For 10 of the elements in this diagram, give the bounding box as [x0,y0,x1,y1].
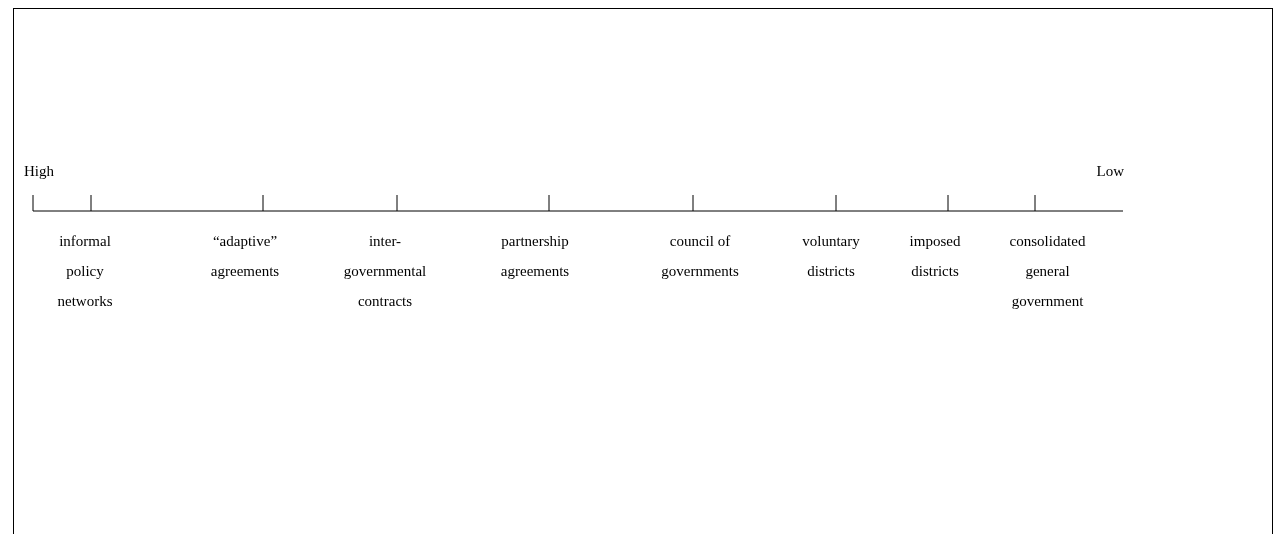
category-label: inter- governmental contracts [342,232,428,311]
category-label: consolidated general government [1008,232,1087,311]
category-label: council of governments [660,232,740,281]
category-label: voluntary districts [801,232,861,281]
scale-end-label: High [24,162,55,181]
category-label: partnership agreements [499,232,571,281]
category-label: informal policy networks [56,232,114,311]
category-label: “adaptive” agreements [209,232,281,281]
category-label: imposed districts [908,232,962,281]
scale-end-label: Low [1095,162,1124,181]
